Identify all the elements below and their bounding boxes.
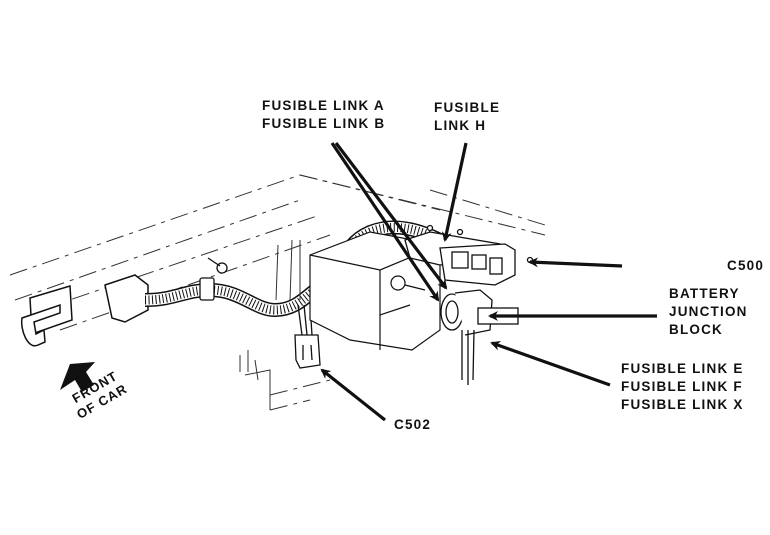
body-panel-outline (9, 174, 546, 411)
arrow-fusible-link-ab-2 (334, 142, 448, 290)
mounting-box (309, 231, 441, 351)
arrow-fusible-link-efx (490, 340, 611, 387)
junction-block-shape (440, 289, 519, 385)
label-fusible-link-efx: FUSIBLE LINK E FUSIBLE LINK F FUSIBLE LI… (621, 360, 744, 414)
support-bracket (239, 239, 301, 410)
label-line: FUSIBLE LINK F (621, 379, 743, 394)
label-c500: C500 (727, 258, 765, 273)
label-line: FUSIBLE (434, 100, 501, 115)
label-line: FUSIBLE LINK X (621, 397, 744, 412)
label-line: FUSIBLE LINK A (262, 98, 385, 113)
callout-arrows (320, 142, 657, 422)
harness-end-connector (104, 274, 149, 323)
label-fusible-link-ab: FUSIBLE LINK A FUSIBLE LINK B (262, 97, 385, 133)
arrow-c500 (528, 257, 623, 268)
fender-bracket (20, 285, 73, 347)
label-line: LINK H (434, 118, 487, 133)
front-of-car-arrow-icon (60, 362, 95, 392)
label-line: JUNCTION (669, 304, 748, 319)
label-battery-junction-block: BATTERY JUNCTION BLOCK (669, 285, 748, 339)
label-fusible-link-h: FUSIBLE LINK H (434, 99, 500, 135)
arrow-c502 (320, 368, 386, 422)
label-line: BATTERY (669, 286, 740, 301)
label-line: FUSIBLE LINK E (621, 361, 744, 376)
arrow-fusible-link-ab-1 (330, 142, 440, 302)
label-c502: C502 (394, 417, 432, 432)
label-line: FUSIBLE LINK B (262, 116, 386, 131)
harness-clip (199, 257, 228, 301)
label-line: BLOCK (669, 322, 723, 337)
arrow-fusible-link-h (441, 142, 468, 242)
